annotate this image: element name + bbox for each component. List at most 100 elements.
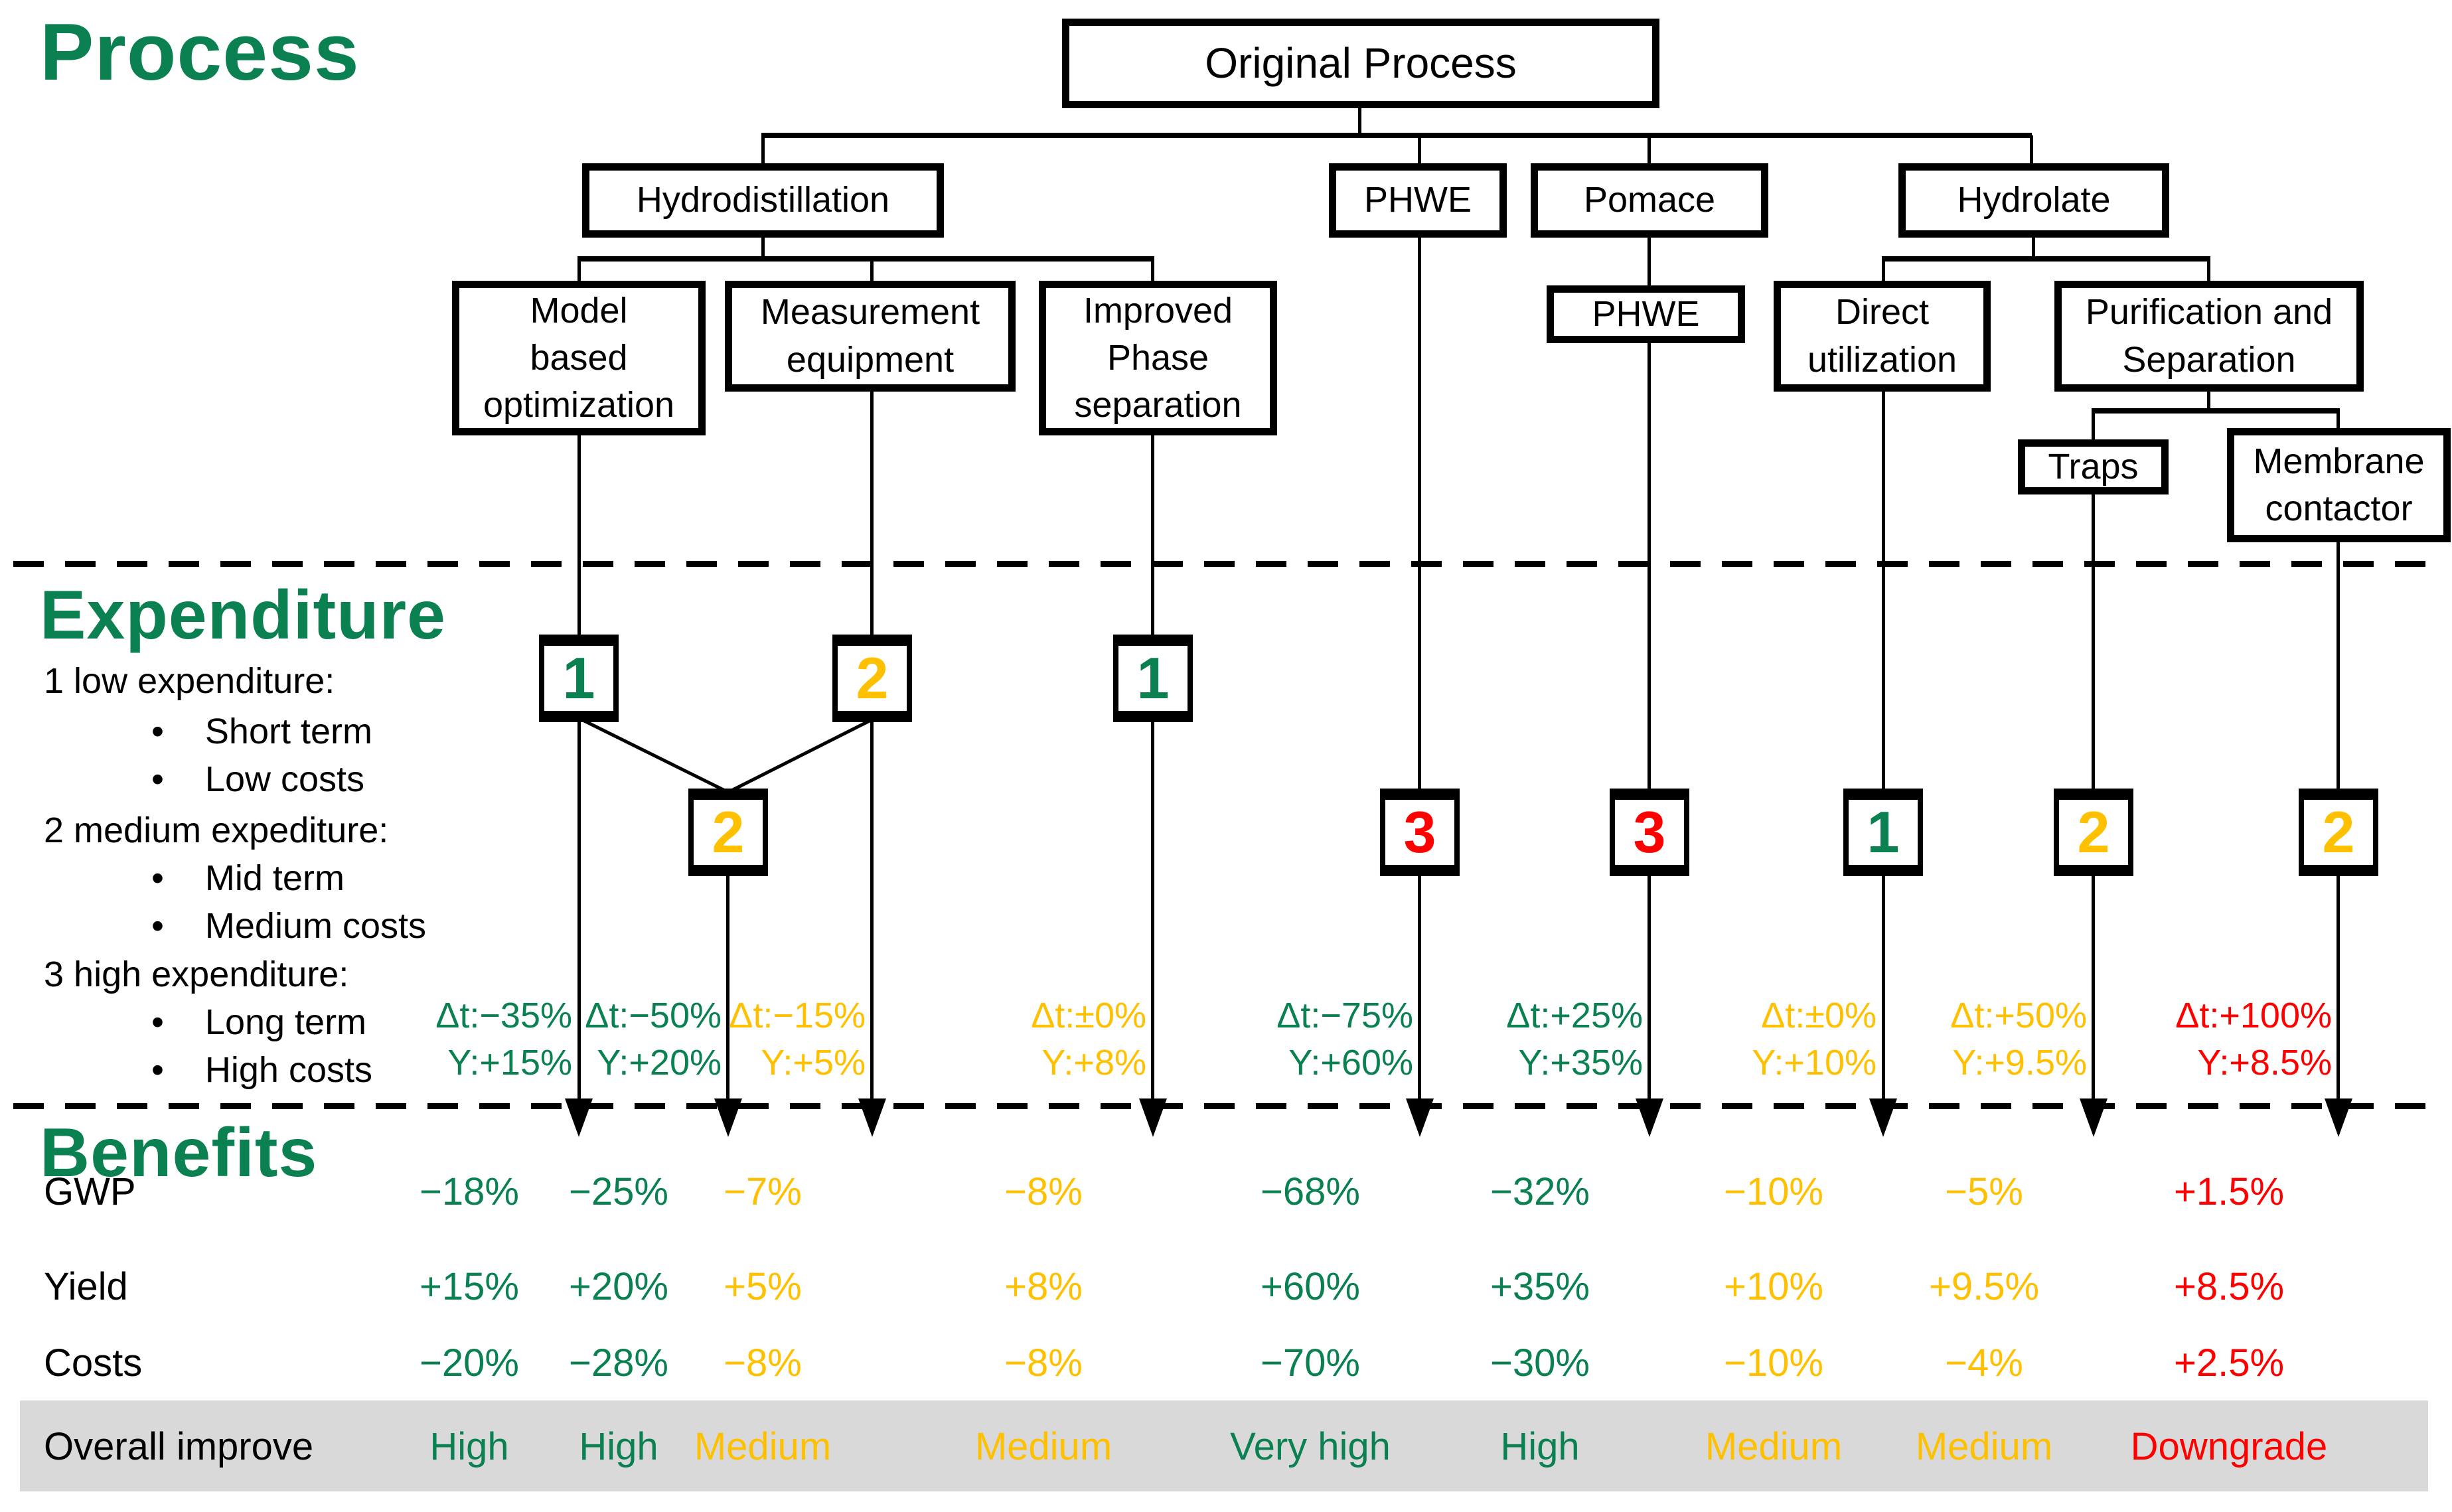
connector-drop-traps — [2092, 412, 2095, 439]
section-title-process: Process — [40, 7, 360, 97]
arrow-down-icon — [565, 1098, 593, 1137]
delta-t-value: Δt:−75% — [1276, 996, 1413, 1035]
connector-drop-improved — [1151, 260, 1154, 281]
arrow-down-icon — [1869, 1098, 1897, 1137]
connector-hydro-stub — [761, 238, 765, 256]
connector-drop-phwe — [1418, 135, 1421, 163]
delta-t-value: Δt:−15% — [729, 996, 866, 1035]
arrow-down-icon — [714, 1098, 742, 1137]
y-value: Y:+15% — [447, 1043, 572, 1083]
dt-y-label-direct: Δt:±0% Y:+10% — [1591, 992, 1877, 1087]
yield-value: +8.5% — [2173, 1265, 2285, 1308]
overall-value: Medium — [694, 1425, 832, 1468]
connector-drop-hydrodistillation — [761, 135, 765, 163]
y-value: Y:+35% — [1518, 1043, 1643, 1083]
legend-high-expenditure: 3 high expenditure: — [44, 954, 349, 994]
connector-root-stub — [1358, 108, 1361, 135]
gwp-value: −32% — [1490, 1170, 1590, 1213]
costs-value: −70% — [1261, 1341, 1360, 1385]
process-box-model-based-optimization: Model based optimization — [452, 281, 706, 435]
legend-long-term: •Long term — [151, 1002, 367, 1042]
gwp-value: −5% — [1945, 1170, 2023, 1213]
column-line-direct — [1882, 392, 1885, 1132]
expenditure-level-model: 1 — [539, 635, 619, 722]
row-label-gwp: GWP — [44, 1170, 136, 1213]
connector-drop-direct — [1882, 260, 1885, 281]
yield-value: +15% — [420, 1265, 519, 1308]
column-line-improved — [1151, 435, 1154, 1132]
bullet-icon: • — [151, 858, 164, 898]
overall-value: Medium — [1915, 1425, 2053, 1468]
expenditure-level-measurement: 2 — [832, 635, 912, 722]
yield-value: +9.5% — [1928, 1265, 2040, 1308]
legend-medium-expenditure: 2 medium expediture: — [44, 810, 389, 850]
yield-value: +10% — [1724, 1265, 1823, 1308]
bullet-icon: • — [151, 1050, 164, 1090]
costs-value: −8% — [1004, 1341, 1083, 1385]
dt-y-label-combined: Δt:−50%Y:+20% — [436, 992, 722, 1087]
overall-value: High — [429, 1425, 509, 1468]
process-box-phwe: PHWE — [1329, 163, 1507, 238]
dt-y-label-improved: Δt:±0%Y:+8% — [861, 992, 1146, 1087]
arrow-down-icon — [2325, 1098, 2352, 1137]
connector-pomace-stub — [1647, 238, 1651, 285]
expenditure-level-combined: 2 — [688, 789, 768, 876]
bullet-icon: • — [151, 1002, 164, 1042]
delta-t-value: Δt:−35% — [435, 996, 572, 1035]
y-value: Y:+9.5% — [1952, 1043, 2087, 1083]
process-box-improved-phase-separation: Improved Phase separation — [1039, 281, 1277, 435]
yield-value: +35% — [1490, 1265, 1590, 1308]
column-line-combined — [726, 873, 729, 1132]
delta-t-value: Δt:+25% — [1506, 996, 1643, 1035]
arrow-down-icon — [1139, 1098, 1167, 1137]
process-box-traps: Traps — [2018, 439, 2169, 494]
legend-low-costs: •Low costs — [151, 759, 365, 799]
arrow-down-icon — [2080, 1098, 2107, 1137]
connector-drop-membrane — [2337, 412, 2340, 428]
connector-drop-hydrolate — [2030, 135, 2033, 163]
column-line-model — [577, 435, 581, 1132]
legend-medium-costs: •Medium costs — [151, 906, 427, 946]
dt-y-label-pomace-phwe: Δt:+25% Y:+35% — [1357, 992, 1643, 1087]
column-line-measurement — [870, 392, 874, 1132]
row-label-costs: Costs — [44, 1341, 143, 1385]
connector-bar-level1 — [761, 133, 2032, 138]
connector-drop-model — [577, 260, 581, 281]
y-value: Y:+5% — [761, 1043, 866, 1083]
bullet-icon: • — [151, 906, 164, 946]
process-box-direct-utilization: Direct utilization — [1774, 281, 1991, 392]
process-box-pomace-phwe: PHWE — [1547, 285, 1745, 343]
arrow-down-icon — [858, 1098, 886, 1137]
y-value: Y:+10% — [1752, 1043, 1877, 1083]
dt-y-label-traps: Δt:+50%Y:+9.5% — [1801, 992, 2087, 1087]
gwp-value: −10% — [1724, 1170, 1823, 1213]
costs-value: +2.5% — [2173, 1341, 2285, 1385]
expenditure-level-improved: 1 — [1113, 635, 1193, 722]
bullet-icon: • — [151, 712, 164, 751]
row-label-yield: Yield — [44, 1265, 128, 1308]
delta-t-value: Δt:+100% — [2175, 996, 2332, 1035]
column-line-pomace-phwe — [1647, 343, 1651, 1132]
section-title-benefits: Benefits — [40, 1114, 318, 1191]
process-box-measurement-equipment: Measurement equipment — [725, 281, 1016, 392]
dt-y-label-membrane: Δt:+100% Y:+8.5% — [2046, 992, 2332, 1087]
gwp-value: −68% — [1261, 1170, 1360, 1213]
connector-drop-measurement — [870, 260, 874, 281]
overall-value: High — [1500, 1425, 1580, 1468]
legend-mid-term: •Mid term — [151, 858, 345, 898]
overall-improve-band — [20, 1400, 2428, 1491]
connector-hydrolate-stub — [2032, 238, 2035, 256]
connector-drop-purification — [2207, 260, 2210, 281]
overall-value: Medium — [1705, 1425, 1843, 1468]
yield-value: +60% — [1261, 1265, 1360, 1308]
delta-t-value: Δt:±0% — [1761, 996, 1877, 1035]
arrow-down-icon — [1406, 1098, 1434, 1137]
y-value: Y:+8.5% — [2197, 1043, 2332, 1083]
separator-expenditure-benefits — [13, 1103, 2439, 1109]
overall-value: High — [579, 1425, 658, 1468]
row-label-overall-improve: Overall improve — [44, 1425, 314, 1468]
process-box-original: Original Process — [1062, 19, 1659, 108]
gwp-value: −25% — [569, 1170, 668, 1213]
